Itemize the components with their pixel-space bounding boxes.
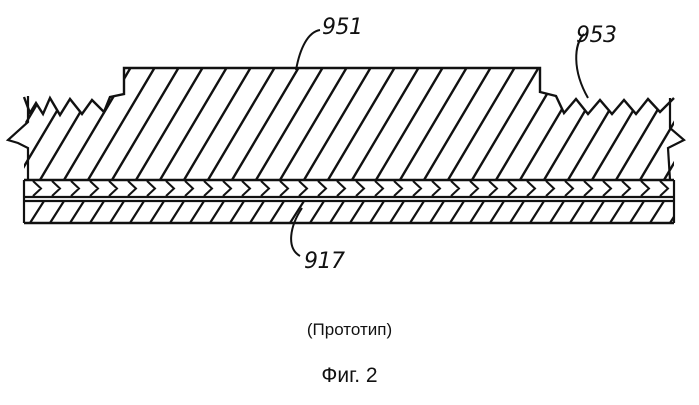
label-917: 917	[304, 249, 345, 274]
prototype-note: (Прототип)	[0, 320, 699, 340]
left-break-line	[8, 96, 28, 180]
leader-line-951	[296, 30, 320, 70]
substrate-hatching	[10, 201, 699, 223]
label-953: 953	[576, 23, 617, 48]
middle-layer-pattern	[14, 181, 687, 196]
patent-cross-section-diagram: 951 953 917	[0, 0, 699, 290]
upper-layer-outline	[24, 68, 674, 115]
label-951: 951	[322, 15, 363, 40]
upper-layer-hatching	[0, 62, 699, 180]
leader-line-917	[291, 208, 302, 256]
figure-caption: Фиг. 2	[0, 364, 699, 388]
